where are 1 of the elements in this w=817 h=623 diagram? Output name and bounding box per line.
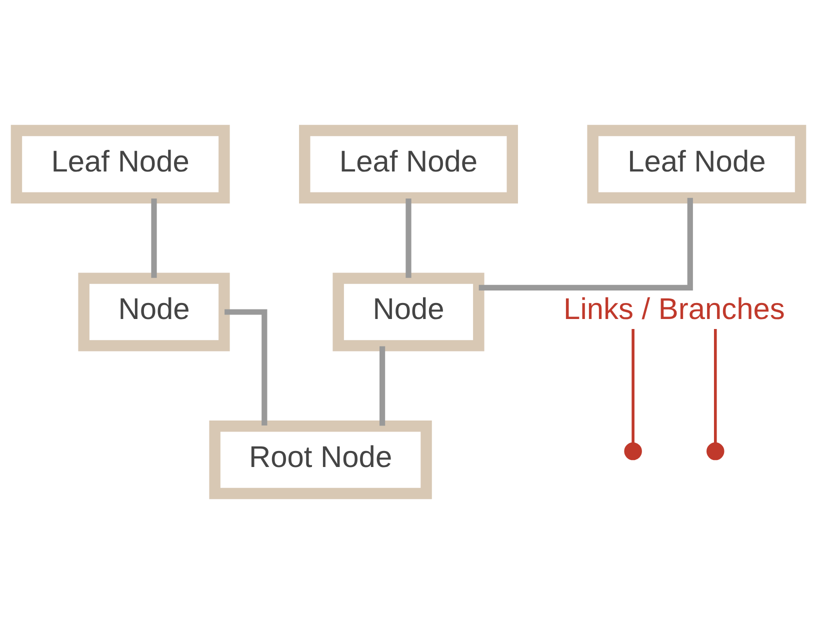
node-text: Links / Branches: [564, 292, 785, 326]
